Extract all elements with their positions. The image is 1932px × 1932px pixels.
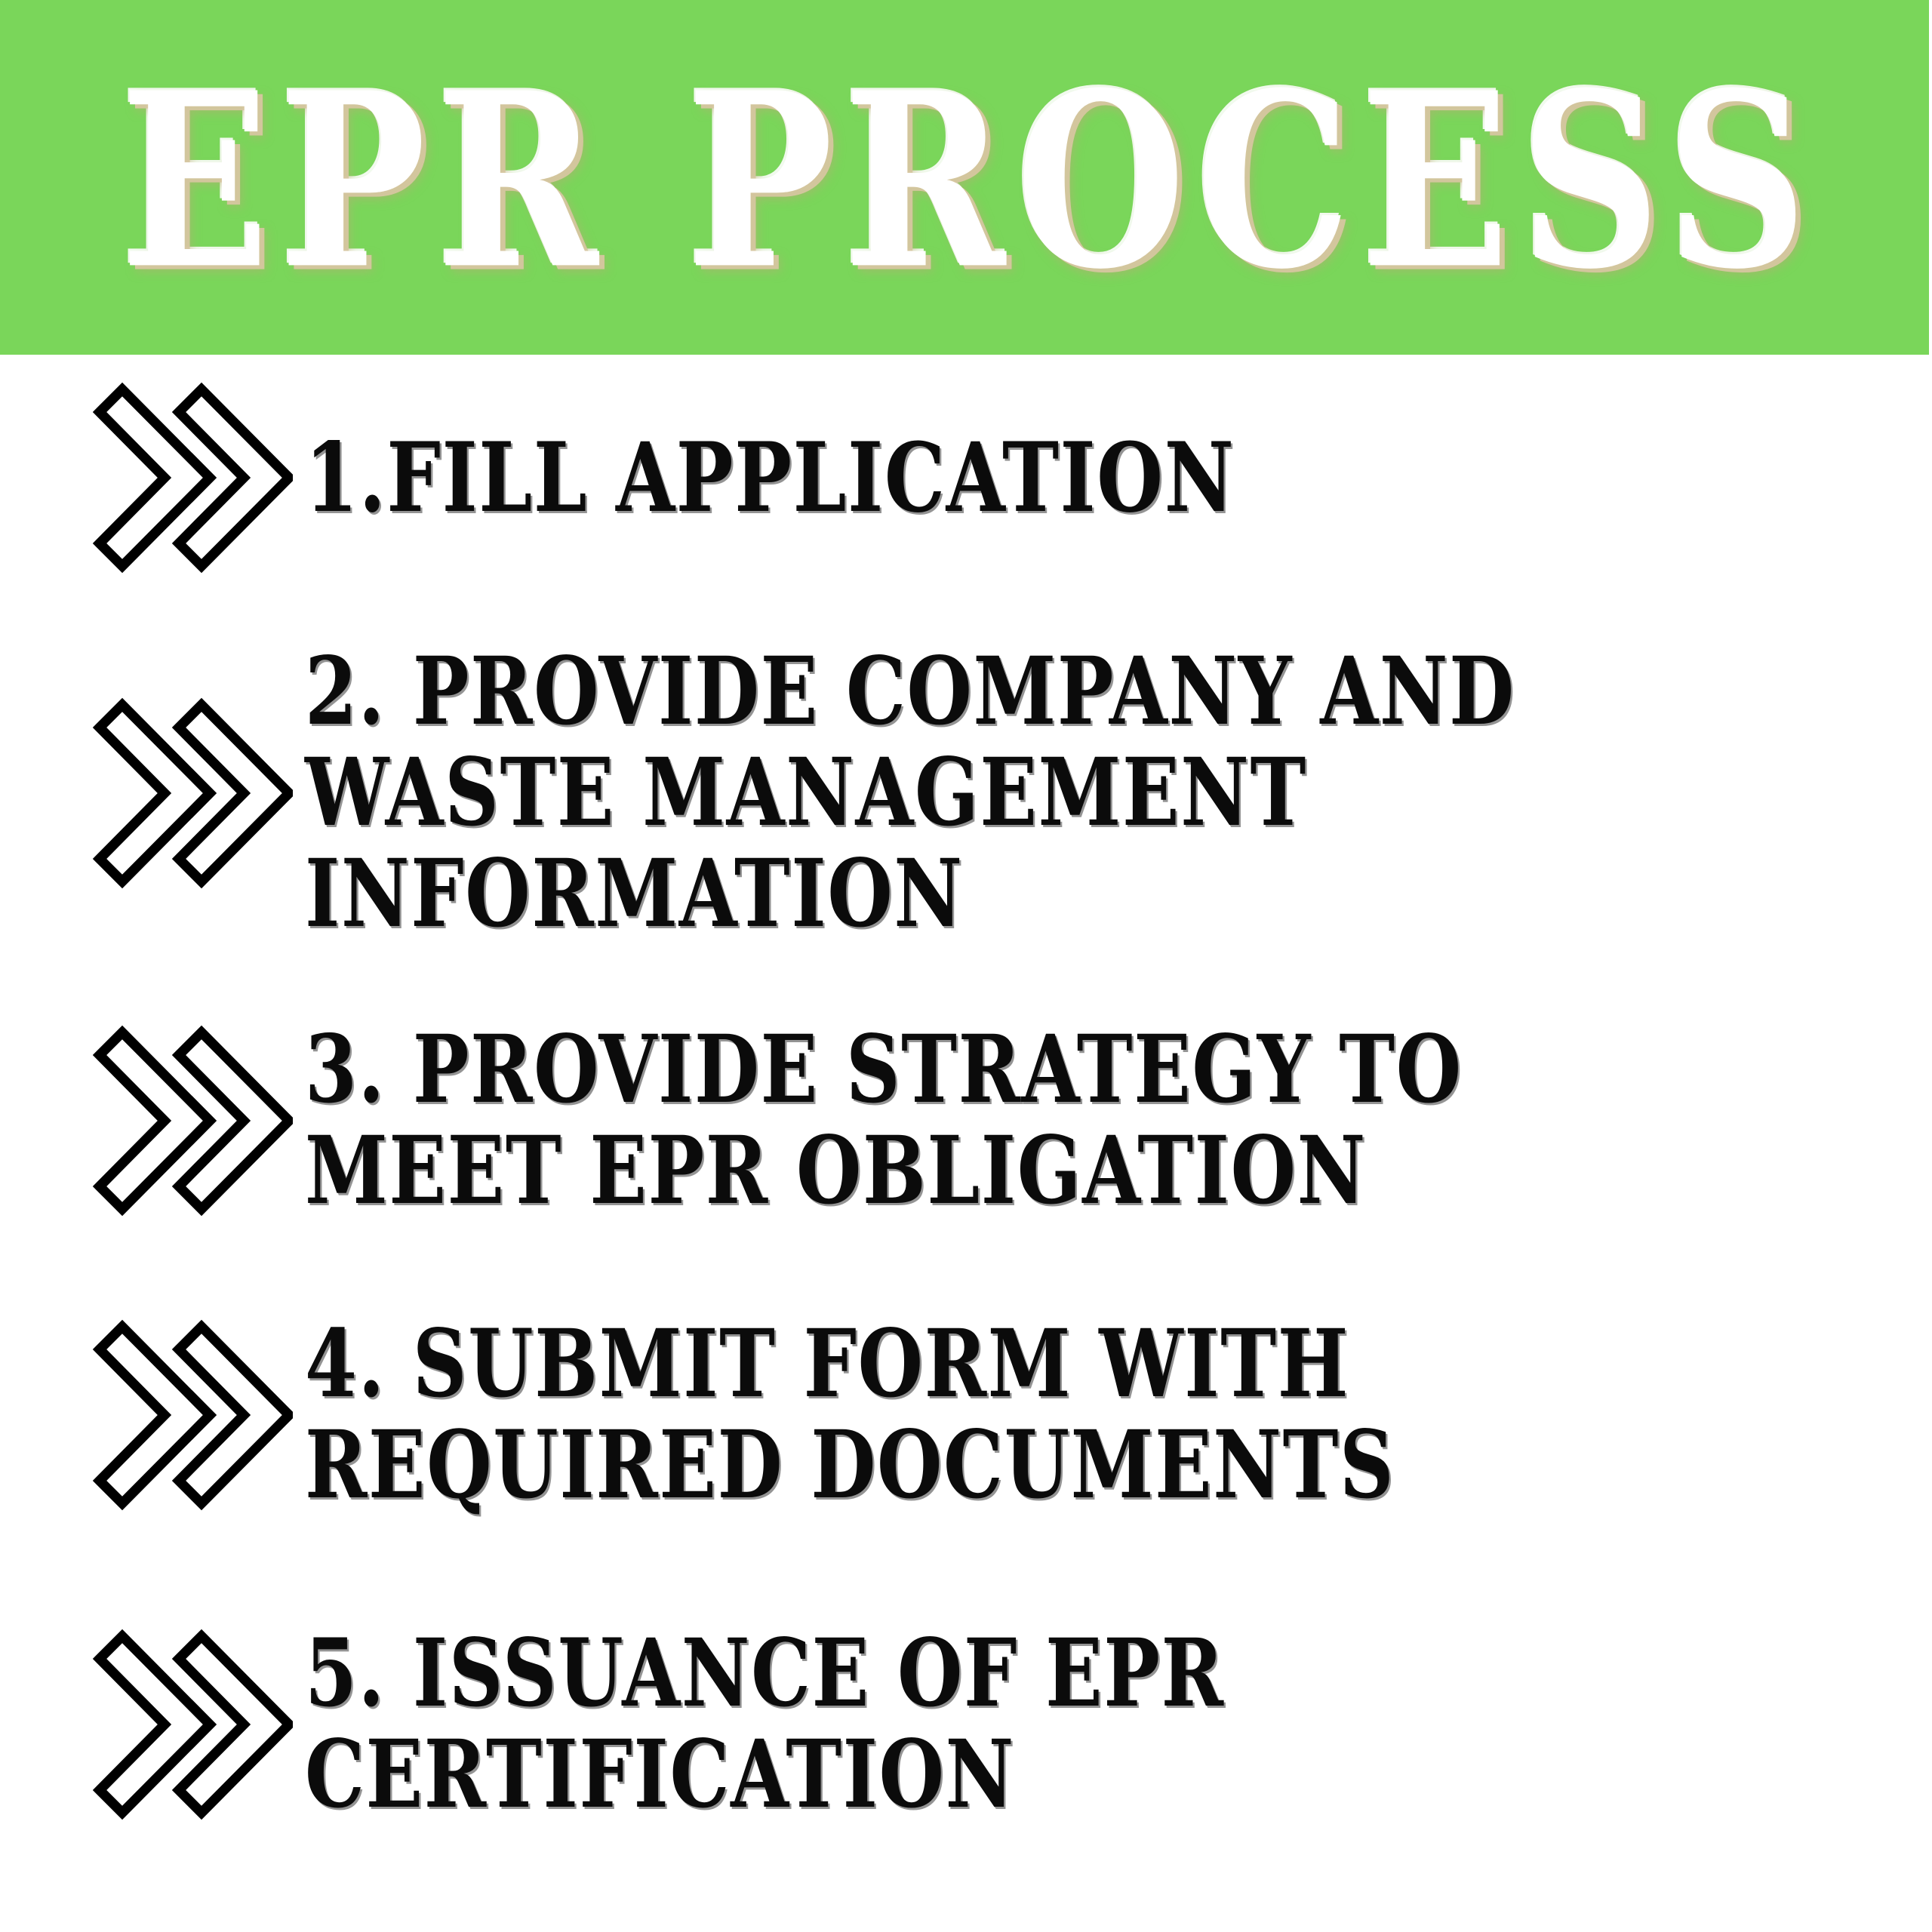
header-band: EPR PROCESS [0, 0, 1929, 355]
list-item: 3. PROVIDE STRATEGY TO MEET EPR OBLIGATI… [89, 1019, 1932, 1223]
list-item: 2. PROVIDE COMPANY AND WASTE MANAGEMENT … [89, 641, 1932, 945]
list-item-label: 1.FILL APPLICATION [305, 421, 1235, 534]
steps-list: 1.FILL APPLICATION 2. PROVIDE COMPANY AN… [0, 355, 1932, 1932]
double-chevron-right-icon [89, 691, 299, 895]
list-item: 5. ISSUANCE OF EPR CERTIFICATION [89, 1623, 1932, 1826]
double-chevron-right-icon [89, 1623, 299, 1826]
double-chevron-right-icon [89, 1313, 299, 1517]
double-chevron-right-icon [89, 376, 299, 580]
list-item-label: 5. ISSUANCE OF EPR CERTIFICATION [305, 1619, 1225, 1829]
list-item: 4. SUBMIT FORM WITH REQUIRED DOCUMENTS [89, 1313, 1932, 1517]
page-title: EPR PROCESS [120, 38, 1818, 322]
list-item-label: 3. PROVIDE STRATEGY TO MEET EPR OBLIGATI… [305, 1015, 1463, 1226]
list-item-label: 2. PROVIDE COMPANY AND WASTE MANAGEMENT … [305, 637, 1515, 949]
list-item-label: 4. SUBMIT FORM WITH REQUIRED DOCUMENTS [305, 1309, 1395, 1520]
list-item: 1.FILL APPLICATION [89, 376, 1740, 580]
double-chevron-right-icon [89, 1019, 299, 1223]
